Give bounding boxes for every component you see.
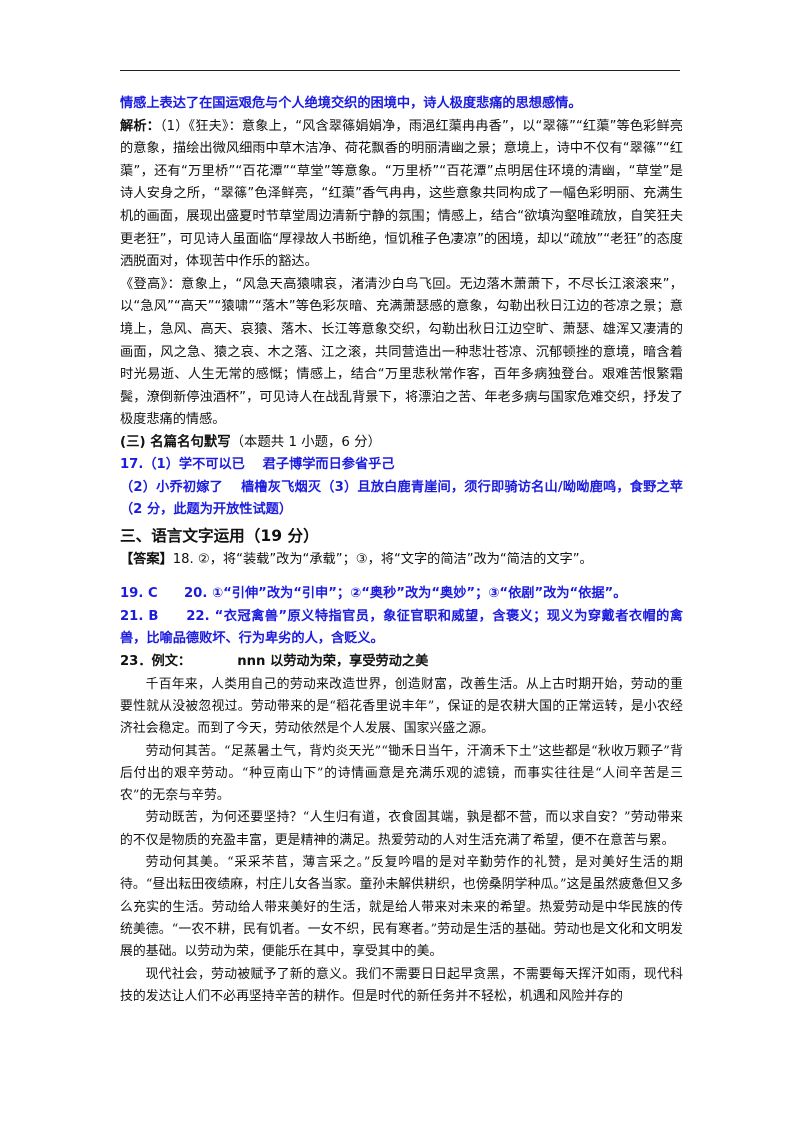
answer-18: 【答案】18. ②，将“装载”改为“承载”；③，将“文字的简洁”改为“简洁的文字… <box>120 549 683 572</box>
answer-17-line-1: 17.（1）学不可以已 君子博学而日参省乎己 <box>120 456 395 472</box>
essay-paragraph-3: 劳动既苦，为何还要坚持？“人生归有道，衣食固其端，孰是都不营，而以求自安？”劳动… <box>120 810 683 848</box>
essay-title: nnn 以劳动为荣，享受劳动之美 <box>237 654 429 670</box>
analysis-label: 解析： <box>120 118 160 134</box>
answer-23-heading: 23．例文： nnn 以劳动为荣，享受劳动之美 <box>120 651 683 674</box>
section-3-heading: (三) 名篇名句默写（本题共 1 小题，6 分） <box>120 432 683 454</box>
header-rule <box>120 70 680 71</box>
emotion-summary-line: 情感上表达了在国运艰危与个人绝境交织的困境中，诗人极度悲痛的思想感情。 <box>120 96 582 111</box>
essay-paragraph-2: 劳动何其苦。“足蒸暑土气，背灼炎天光”“锄禾日当午，汗滴禾下土”这些都是“秋收万… <box>120 743 683 804</box>
spacer <box>120 571 683 583</box>
document-body: 情感上表达了在国运艰危与个人绝境交织的困境中，诗人极度悲痛的思想感情。 解析：（… <box>120 93 683 1008</box>
answer-19-20: 19. C 20. ①“引伸”改为“引申”；②“奥秒”改为“奥妙”；③“依剧”改… <box>120 586 627 602</box>
answer-18-text: 18. ②，将“装载”改为“承载”；③，将“文字的简洁”改为“简洁的文字”。 <box>172 551 593 567</box>
answer-23-label: 23．例文： <box>120 654 185 670</box>
essay-paragraph-4: 劳动何其美。“采采芣苢，薄言采之。”反复吟唱的是对辛勤劳作的礼赞，是对美好生活的… <box>120 855 683 960</box>
answer-label: 【答案】 <box>120 551 173 567</box>
section-3-title: (三) 名篇名句默写 <box>120 434 231 450</box>
essay-paragraph-1: 千百年来，人类用自己的劳动来改造世界，创造财富，改善生活。从上古时期开始，劳动的… <box>120 676 683 737</box>
section-3-note: （本题共 1 小题，6 分） <box>230 434 381 450</box>
analysis-paragraph-2: 《登高》：意象上，“风急天高猿啸哀，渚清沙白鸟飞回。无边落木萧萧下，不尽长江滚滚… <box>120 276 683 428</box>
answer-21-22: 21. B 22. “衣冠禽兽”原义特指官员，象征官职和威望，含褒义；现义为穿戴… <box>120 608 683 647</box>
analysis-text-1: （1）《狂夫》：意象上，“风含翠篠娟娟净，雨浥红蕖冉冉香”，以“翠篠”“红蕖”等… <box>120 118 683 270</box>
essay-paragraph-5: 现代社会，劳动被赋予了新的意义。我们不需要日日起早贪黑，不需要每天挥汗如雨，现代… <box>120 966 683 1004</box>
answer-17-line-2: （2）小乔初嫁了 樯橹灰飞烟灭（3）且放白鹿青崖间，须行即骑访名山/呦呦鹿鸣，食… <box>120 479 683 518</box>
analysis-paragraph-1: 解析：（1）《狂夫》：意象上，“风含翠篠娟娟净，雨浥红蕖冉冉香”，以“翠篠”“红… <box>120 116 683 274</box>
section-language-heading: 三、语言文字运用（19 分） <box>120 526 319 545</box>
